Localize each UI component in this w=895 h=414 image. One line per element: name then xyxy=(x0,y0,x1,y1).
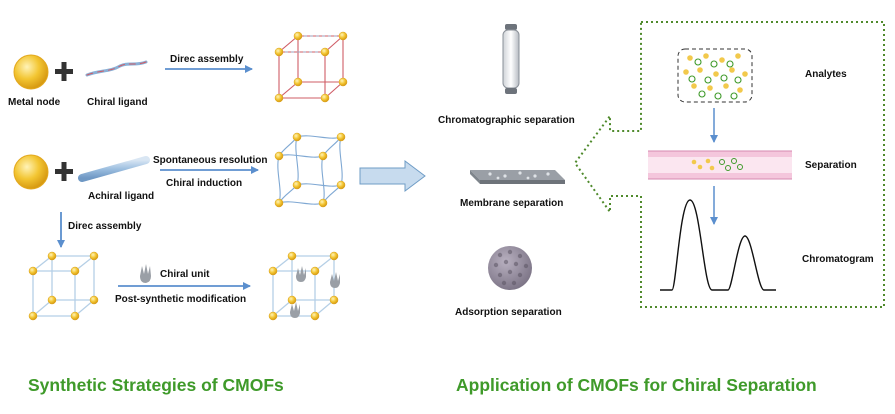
chiral-unit-label: Chiral unit xyxy=(160,269,210,280)
chromatogram-label: Chromatogram xyxy=(802,254,874,265)
chiral-unit-hand-icon xyxy=(140,264,151,283)
metal-node-icon-2 xyxy=(13,154,49,190)
analytes-label: Analytes xyxy=(805,69,847,80)
big-right-arrow xyxy=(359,160,426,192)
modified-mof-cube xyxy=(268,251,340,321)
metal-node-icon xyxy=(13,54,49,90)
chiral-induction-label: Chiral induction xyxy=(166,178,242,189)
post-synthetic-modification-label: Post-synthetic modification xyxy=(115,294,246,305)
metal-node-label: Metal node xyxy=(8,97,61,108)
chromatography-column-icon xyxy=(502,24,520,94)
analytes-box xyxy=(677,48,753,103)
achiral-mof-cube xyxy=(28,251,99,321)
separation-channel xyxy=(648,150,792,180)
separation-label: Separation xyxy=(805,160,857,171)
achiral-ligand-label: Achiral ligand xyxy=(88,191,154,202)
chiral-mof-cube-1 xyxy=(274,31,348,103)
application-callout-frame xyxy=(573,21,885,308)
plus-icon xyxy=(55,62,73,81)
chiral-ligand-label: Chiral ligand xyxy=(87,97,148,108)
synthetic-strategies-title: Synthetic Strategies of CMOFs xyxy=(28,375,284,395)
achiral-ligand-icon xyxy=(78,156,150,182)
chiral-mof-cube-2 xyxy=(274,132,346,208)
adsorbent-sphere-icon xyxy=(488,246,532,290)
direc-assembly-label-2: Direc assembly xyxy=(68,221,142,232)
adsorption-separation-label: Adsorption separation xyxy=(455,307,562,318)
direc-assembly-label-1: Direc assembly xyxy=(170,54,244,65)
plus-icon-2 xyxy=(55,162,73,181)
spontaneous-resolution-label: Spontaneous resolution xyxy=(153,155,267,166)
chromatogram-plot xyxy=(660,199,776,291)
chromatographic-separation-label: Chromatographic separation xyxy=(438,115,575,126)
chiral-ligand-icon xyxy=(85,60,148,77)
membrane-separation-label: Membrane separation xyxy=(460,198,563,209)
membrane-icon xyxy=(470,170,565,184)
application-title: Application of CMOFs for Chiral Separati… xyxy=(456,375,817,395)
